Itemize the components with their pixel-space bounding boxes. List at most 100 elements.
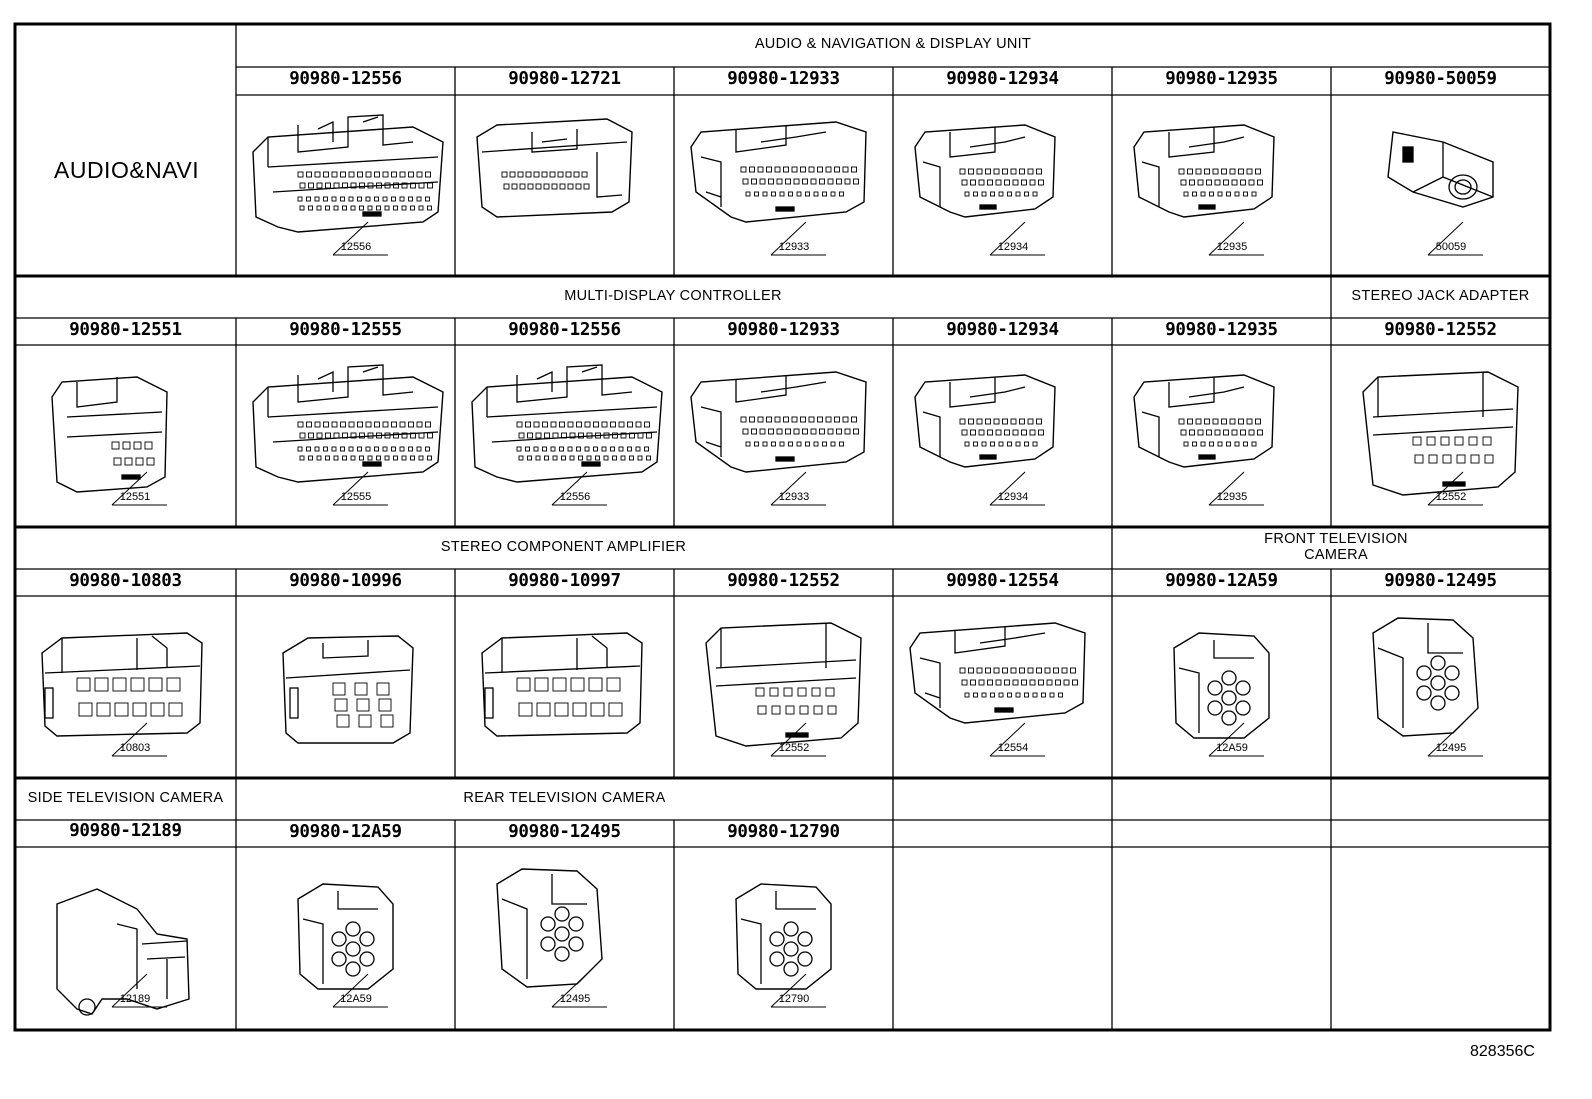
- part-number: 90980-10803: [69, 571, 182, 591]
- connector-code-label: 12935: [1217, 241, 1248, 253]
- connector-illustration: 50059: [1333, 97, 1548, 275]
- connector-code-label: 10803: [120, 742, 151, 754]
- part-number: 90980-12935: [1165, 320, 1278, 340]
- connector-code-label: 12790: [779, 993, 810, 1005]
- connector-jack-icon: 50059: [1387, 131, 1494, 256]
- connector-wide-large-icon: 12556: [471, 364, 663, 506]
- connector-illustration: 12933: [676, 347, 891, 525]
- section-title: AUDIO & NAVIGATION & DISPLAY UNIT: [754, 36, 1032, 52]
- part-number: 90980-12721: [508, 69, 621, 89]
- section-title: SIDE TELEVISION CAMERA: [27, 790, 224, 806]
- section-title: STEREO COMPONENT AMPLIFIER: [440, 539, 687, 555]
- connector-code-label: 12552: [1436, 491, 1467, 503]
- part-number: 90980-12A59: [289, 822, 402, 842]
- connector-wide-large-icon: 12556: [252, 114, 444, 256]
- section-title: FRONT TELEVISION CAMERA: [1264, 531, 1408, 563]
- connector-illustration: [457, 598, 672, 776]
- connector-code-label: 12A59: [1216, 742, 1248, 754]
- connector-tall-icon: 12551: [51, 376, 168, 506]
- part-number: 90980-12935: [1165, 69, 1278, 89]
- connector-code-label: 12495: [560, 993, 591, 1005]
- part-number: 90980-12933: [727, 69, 840, 89]
- connector-illustration: 12935: [1114, 97, 1329, 275]
- connector-round-icon: 12790: [735, 883, 832, 1008]
- connector-code-label: 12495: [1436, 742, 1467, 754]
- connector-mid-icon: 12935: [1133, 374, 1275, 506]
- connector-illustration: 12A59: [238, 849, 453, 1027]
- connector-code-label: 12935: [1217, 491, 1248, 503]
- connector-block-grid-icon: 10803: [41, 632, 203, 757]
- connector-round-big-icon: 12495: [496, 868, 607, 1008]
- connector-illustration: 12554: [895, 598, 1110, 776]
- connector-box-open-icon: [476, 118, 633, 218]
- connector-illustration: [457, 97, 672, 275]
- connector-code-label: 12556: [560, 491, 591, 503]
- part-number: 90980-50059: [1384, 69, 1497, 89]
- connector-mid-icon: 12934: [914, 374, 1056, 506]
- part-number: 90980-12554: [946, 571, 1059, 591]
- connector-block-grid-icon: [481, 632, 643, 737]
- connector-wide-medium-icon: 12933: [690, 121, 867, 256]
- part-number: 90980-12556: [289, 69, 402, 89]
- connector-wide-large-icon: 12555: [252, 364, 444, 506]
- connector-wide-medium-icon: 12554: [909, 622, 1086, 757]
- part-number: 90980-12556: [508, 320, 621, 340]
- connector-mid-icon: 12935: [1133, 124, 1275, 256]
- part-number: 90980-12933: [727, 320, 840, 340]
- connector-tall-wide-icon: 12552: [1362, 371, 1519, 506]
- connector-illustration: 12495: [1333, 598, 1548, 776]
- connector-block-small-icon: [282, 635, 414, 744]
- connector-illustration: 12934: [895, 97, 1110, 275]
- part-number: 90980-12790: [727, 822, 840, 842]
- row-label: AUDIO&NAVI: [54, 157, 200, 183]
- connector-round-big-icon: 12495: [1372, 617, 1483, 757]
- connector-illustration: 12551: [17, 347, 232, 525]
- connector-illustration: 12935: [1114, 347, 1329, 525]
- connector-illustration: 12552: [676, 598, 891, 776]
- connector-code-label: 12551: [120, 491, 151, 503]
- connector-illustration: 12556: [238, 97, 453, 275]
- part-number: 90980-12934: [946, 69, 1059, 89]
- part-number: 90980-12A59: [1165, 571, 1278, 591]
- connector-mid-icon: 12934: [914, 124, 1056, 256]
- part-number: 90980-12555: [289, 320, 402, 340]
- connector-illustration: 12495: [457, 849, 672, 1027]
- part-number: 90980-12552: [727, 571, 840, 591]
- connector-illustration: 12555: [238, 347, 453, 525]
- connector-round-icon: 12A59: [297, 883, 394, 1008]
- part-number: 90980-12495: [1384, 571, 1497, 591]
- part-number: 90980-12189: [69, 821, 182, 841]
- part-number: 90980-12934: [946, 320, 1059, 340]
- connector-illustration: 12552: [1333, 347, 1548, 525]
- connector-illustration: 12A59: [1114, 598, 1329, 776]
- part-number: 90980-12552: [1384, 320, 1497, 340]
- connector-illustration: 12189: [17, 849, 232, 1027]
- connector-illustration: 12933: [676, 97, 891, 275]
- connector-code-label: 12933: [779, 491, 810, 503]
- part-number: 90980-12495: [508, 822, 621, 842]
- connector-code-label: 12189: [120, 993, 151, 1005]
- connector-code-label: 12552: [779, 742, 810, 754]
- part-number: 90980-10996: [289, 571, 402, 591]
- connector-code-label: 50059: [1436, 241, 1467, 253]
- connector-illustration: 12790: [676, 849, 891, 1027]
- figure-code: 828356C: [1470, 1043, 1535, 1060]
- section-title: MULTI-DISPLAY CONTROLLER: [564, 288, 782, 304]
- connector-code-label: 12934: [998, 491, 1029, 503]
- connector-illustration: 12934: [895, 347, 1110, 525]
- connector-illustration: [238, 598, 453, 776]
- connector-code-label: 12554: [998, 742, 1029, 754]
- connector-code-label: 12555: [341, 491, 372, 503]
- section-title: STEREO JACK ADAPTER: [1351, 288, 1530, 304]
- connector-illustration: 12556: [457, 347, 672, 525]
- connector-illustration: 10803: [17, 598, 232, 776]
- connector-round-icon: 12A59: [1173, 632, 1270, 757]
- connector-camera-icon: 12189: [56, 888, 190, 1016]
- section-title: REAR TELEVISION CAMERA: [463, 790, 666, 806]
- connector-code-label: 12933: [779, 241, 810, 253]
- connector-code-label: 12556: [341, 241, 372, 253]
- connector-tall-wide-icon: 12552: [705, 622, 862, 757]
- part-number: 90980-10997: [508, 571, 621, 591]
- connector-wide-medium-icon: 12933: [690, 371, 867, 506]
- connector-code-label: 12A59: [340, 993, 372, 1005]
